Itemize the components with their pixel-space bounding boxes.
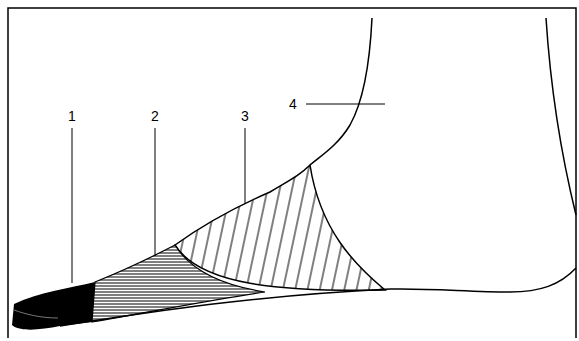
callout-number: 1 xyxy=(68,108,76,124)
callout-number: 2 xyxy=(151,108,159,124)
callout-number: 3 xyxy=(241,108,249,124)
callout-number: 4 xyxy=(289,96,297,112)
